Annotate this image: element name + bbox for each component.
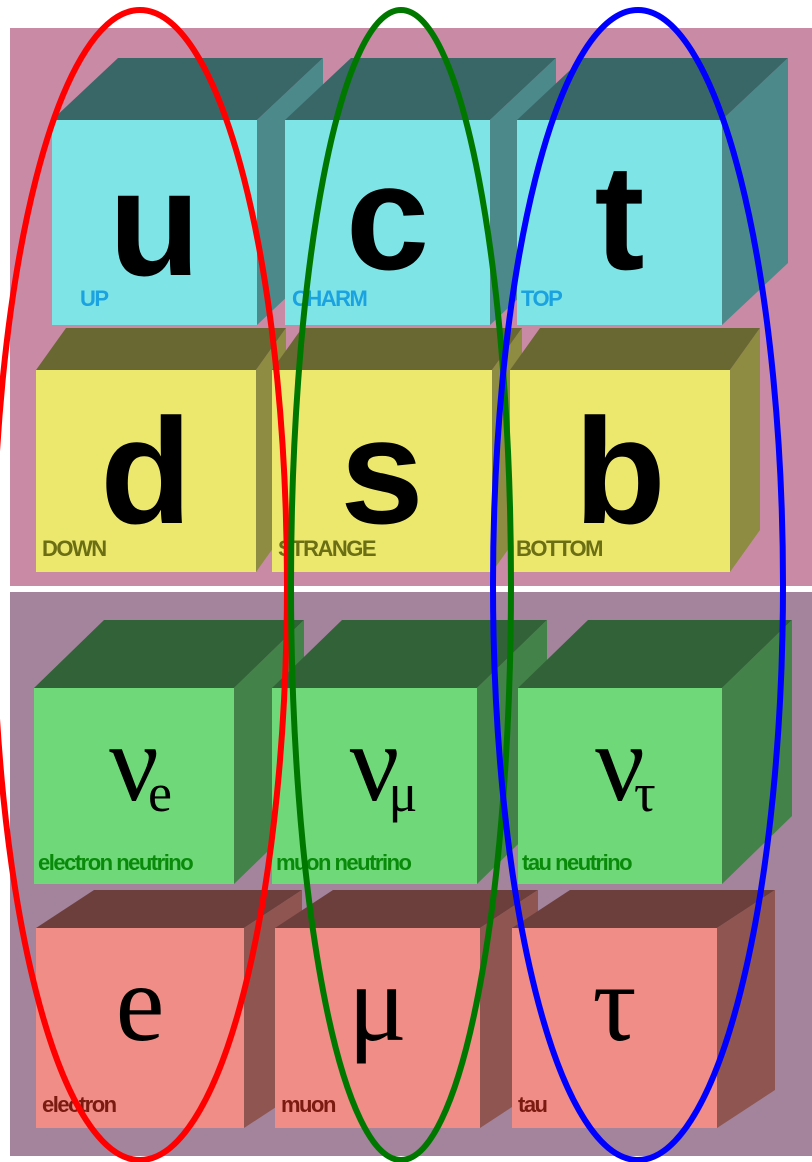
lepton-name: electron neutrino [38, 850, 192, 876]
cube-side-face [717, 890, 775, 1128]
quark-cube-down: d DOWN [36, 328, 286, 572]
cube-top-face [36, 328, 286, 370]
quark-name: STRANGE [278, 536, 375, 562]
lepton-name: muon [281, 1092, 335, 1118]
lepton-cube-muon: μ muon [275, 890, 538, 1128]
quark-symbol: t [517, 142, 722, 292]
lepton-name: tau [518, 1092, 547, 1118]
quark-cube-charm: c CHARM [285, 58, 556, 325]
cube-side-face [730, 328, 760, 572]
quark-symbol: u [52, 148, 257, 298]
cube-top-face [510, 328, 760, 370]
quark-cube-strange: s STRANGE [272, 328, 522, 572]
lepton-name: electron [42, 1092, 116, 1118]
quark-symbol: c [285, 142, 490, 292]
quark-cube-bottom: b BOTTOM [510, 328, 760, 572]
quark-name: CHARM [292, 286, 366, 312]
quark-cube-up: u UP [52, 58, 323, 325]
cube-top-face [272, 328, 522, 370]
lepton-symbol: μ [275, 948, 480, 1058]
quark-name: BOTTOM [516, 536, 602, 562]
lepton-cube-electron: e electron [36, 890, 302, 1128]
quark-cube-top: t TOP [517, 58, 788, 325]
quark-symbol: d [36, 396, 256, 546]
quark-name: DOWN [42, 536, 106, 562]
lepton-name: tau neutrino [522, 850, 631, 876]
lepton-symbol: τ [512, 948, 717, 1058]
lepton-symbol: e [36, 948, 244, 1058]
lepton-cube-tau: τ tau [512, 890, 775, 1128]
quark-symbol: b [510, 396, 730, 546]
lepton-subscript: μ [389, 766, 418, 820]
quark-symbol: s [272, 396, 492, 546]
lepton-subscript: e [148, 766, 172, 820]
quark-name: TOP [521, 286, 561, 312]
lepton-subscript: τ [634, 766, 656, 820]
lepton-name: muon neutrino [276, 850, 410, 876]
quark-name: UP [80, 286, 108, 312]
